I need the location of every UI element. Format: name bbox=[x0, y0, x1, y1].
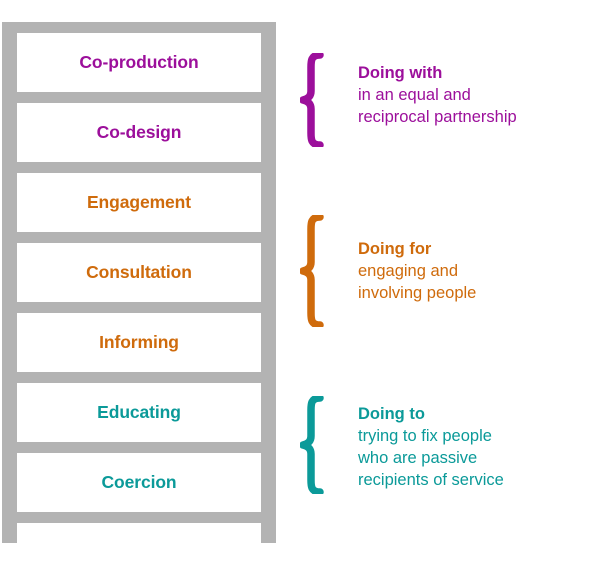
ladder-step-co-production[interactable]: Co-production bbox=[17, 33, 261, 92]
ladder-step-consultation[interactable]: Consultation bbox=[17, 243, 261, 302]
ladder-step-informing[interactable]: Informing bbox=[17, 313, 261, 372]
ladder-step-label: Educating bbox=[97, 402, 181, 422]
ladder-rail-left bbox=[2, 22, 17, 543]
group-desc-line: recipients of service bbox=[358, 471, 504, 489]
group-text-block: Doing for engaging and involving people bbox=[358, 239, 476, 304]
ladder-rung-4 bbox=[2, 232, 276, 243]
ladder-step-engagement[interactable]: Engagement bbox=[17, 173, 261, 232]
ladder-step-label: Engagement bbox=[86, 192, 192, 212]
group-desc-line: reciprocal partnership bbox=[358, 108, 517, 126]
curly-brace-icon bbox=[300, 215, 330, 327]
ladder-step-co-design[interactable]: Co-design bbox=[17, 103, 261, 162]
ladder-step-label: Co-production bbox=[79, 52, 199, 72]
group-text-block: Doing to trying to fix people who are pa… bbox=[358, 404, 504, 491]
ladder-rung-7 bbox=[2, 442, 276, 453]
group-heading: Doing for bbox=[358, 240, 432, 258]
ladder-step-label: Consultation bbox=[86, 262, 192, 282]
ladder-step-coercion[interactable]: Coercion bbox=[17, 453, 261, 512]
ladder-rung-8 bbox=[2, 512, 276, 523]
ladder-rung-2 bbox=[2, 92, 276, 103]
ladder-rung-1 bbox=[2, 22, 276, 33]
group-heading: Doing to bbox=[358, 405, 425, 423]
ladder-rung-5 bbox=[2, 302, 276, 313]
ladder-diagram: Co-production Co-design Engagement Consu… bbox=[0, 0, 290, 583]
group-desc-line: who are passive bbox=[358, 449, 478, 467]
group-desc-line: involving people bbox=[358, 284, 477, 302]
ladder-rail-right bbox=[261, 22, 276, 543]
group-desc-line: trying to fix people bbox=[358, 427, 492, 445]
ladder-rung-6 bbox=[2, 372, 276, 383]
group-desc-line: in an equal and bbox=[358, 86, 471, 104]
group-text-block: Doing with in an equal and reciprocal pa… bbox=[358, 63, 517, 128]
ladder-step-label: Informing bbox=[99, 332, 179, 352]
ladder-step-label: Co-design bbox=[96, 122, 182, 142]
ladder-rung-3 bbox=[2, 162, 276, 173]
curly-brace-icon bbox=[300, 53, 330, 147]
ladder-step-educating[interactable]: Educating bbox=[17, 383, 261, 442]
group-desc-line: engaging and bbox=[358, 262, 459, 280]
curly-brace-icon bbox=[300, 396, 330, 494]
ladder-step-label: Coercion bbox=[101, 472, 177, 492]
group-heading: Doing with bbox=[358, 64, 443, 82]
